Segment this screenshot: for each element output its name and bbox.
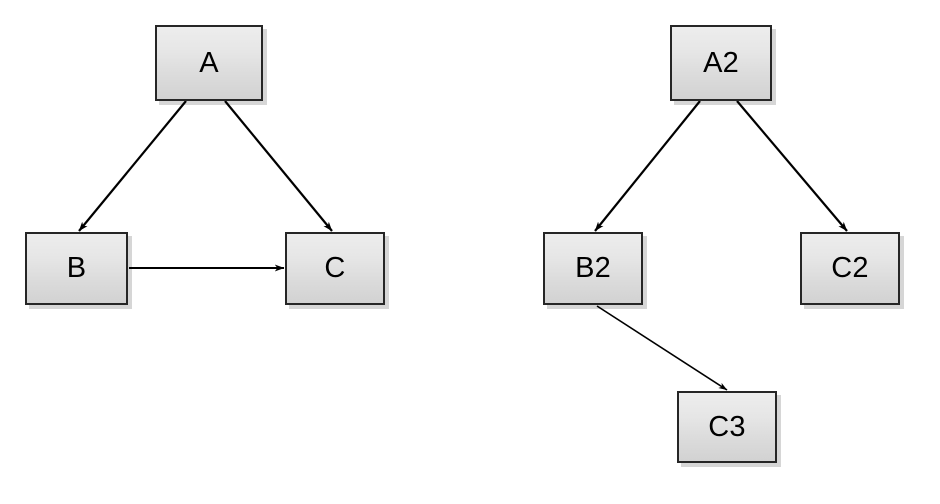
node-b2[interactable]: B2 (543, 232, 643, 305)
node-b[interactable]: B (25, 232, 128, 305)
node-c3-label: C3 (708, 410, 746, 443)
node-c[interactable]: C (285, 232, 385, 305)
edge-a-c (224, 100, 333, 232)
node-a2-label: A2 (703, 46, 739, 79)
node-c2-label: C2 (831, 252, 869, 284)
node-b-label: B (66, 252, 87, 284)
edge-a2-c2 (736, 100, 848, 232)
edge-b2-c3 (596, 305, 728, 391)
node-c-label: C (324, 252, 346, 284)
node-a-label: A (199, 46, 219, 79)
node-a[interactable]: A (155, 25, 263, 101)
edge-a-b (78, 100, 187, 232)
node-b2-label: B2 (575, 252, 611, 284)
node-a2[interactable]: A2 (670, 25, 772, 101)
edge-a2-b2 (594, 100, 701, 232)
node-c3[interactable]: C3 (677, 391, 777, 463)
node-c2[interactable]: C2 (800, 232, 900, 305)
